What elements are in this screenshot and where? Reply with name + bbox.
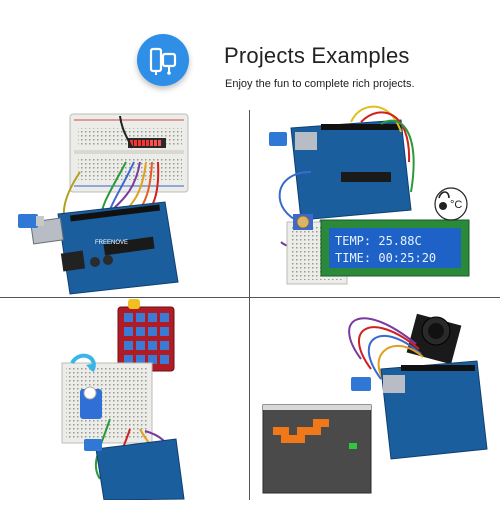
joystick-module (406, 313, 462, 365)
header: Projects Examples Enjoy the fun to compl… (0, 0, 500, 100)
potentiometer (293, 214, 313, 230)
project-led-bar: FREENOVE (0, 102, 249, 296)
vertical-divider (249, 110, 250, 500)
arduino-board (380, 360, 488, 460)
keypad (117, 299, 175, 372)
project-snake-game (251, 299, 500, 500)
arduino-board (290, 119, 412, 221)
usb-cable (84, 439, 102, 451)
usb-cable (351, 377, 371, 391)
temperature-badge: °C (434, 187, 468, 221)
board-brand: FREENOVE (95, 240, 128, 246)
project-keypad (0, 299, 249, 501)
usb-cable (269, 132, 287, 146)
snake-food (349, 443, 357, 449)
servo-motor (70, 353, 102, 419)
arduino-board: FREENOVE (30, 201, 179, 295)
arduino-board (95, 438, 185, 501)
project-lcd-clock: TEMP: 25.88C TIME: 00:25:20 °C (251, 102, 500, 296)
breadboard (69, 113, 189, 193)
snake-game-window (262, 404, 372, 494)
circuit-board-icon (149, 47, 177, 75)
led-bar (128, 138, 166, 148)
snake-body (273, 419, 329, 443)
project-badge (137, 34, 189, 86)
lcd-line-1: TEMP: 25.88C (335, 234, 422, 248)
lcd-line-2: TIME: 00:25:20 (335, 251, 436, 265)
usb-cable (18, 214, 44, 228)
horizontal-divider (0, 297, 500, 298)
page-subtitle: Enjoy the fun to complete rich projects. (225, 78, 415, 90)
celsius-label: °C (450, 199, 462, 211)
lcd-module: TEMP: 25.88C TIME: 00:25:20 (320, 219, 470, 277)
page-title: Projects Examples (224, 43, 410, 68)
